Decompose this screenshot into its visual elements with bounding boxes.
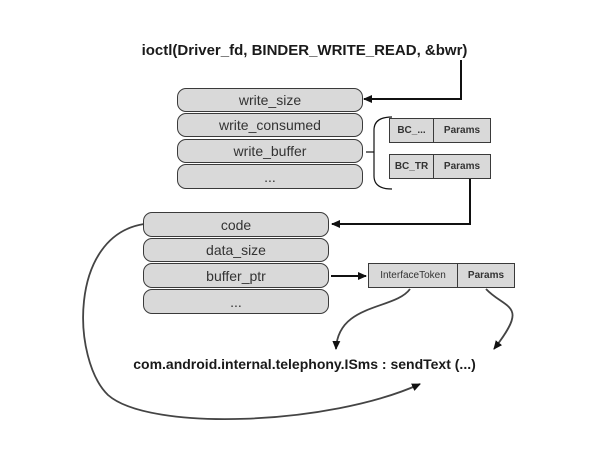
field-write-consumed: write_consumed xyxy=(177,113,363,137)
arrow-bc-tr-to-code xyxy=(331,178,471,228)
field-write-buffer: write_buffer xyxy=(177,139,363,163)
field-transaction-more: ... xyxy=(143,289,329,314)
field-bwr-more: ... xyxy=(177,164,363,189)
field-write-size: write_size xyxy=(177,88,363,112)
cell-buffer-params: Params xyxy=(457,263,515,288)
arrow-token-to-interface xyxy=(332,288,411,350)
arrow-code-to-method xyxy=(82,223,421,420)
field-code: code xyxy=(143,212,329,237)
arrow-params-to-method xyxy=(485,288,514,350)
field-data-size: data_size xyxy=(143,238,329,262)
field-buffer-ptr: buffer_ptr xyxy=(143,263,329,288)
cell-bc-generic: BC_... xyxy=(389,118,434,143)
cell-bc-generic-params: Params xyxy=(433,118,491,143)
ioctl-call-label: ioctl(Driver_fd, BINDER_WRITE_READ, &bwr… xyxy=(141,42,468,59)
brace-bc-entries xyxy=(373,116,393,190)
cell-interface-token: InterfaceToken xyxy=(368,263,458,288)
target-method-label: com.android.internal.telephony.ISms : se… xyxy=(133,356,476,372)
arrow-ioctl-to-write-size xyxy=(363,60,462,103)
cell-bc-tr: BC_TR xyxy=(389,154,434,179)
cell-bc-tr-params: Params xyxy=(433,154,491,179)
